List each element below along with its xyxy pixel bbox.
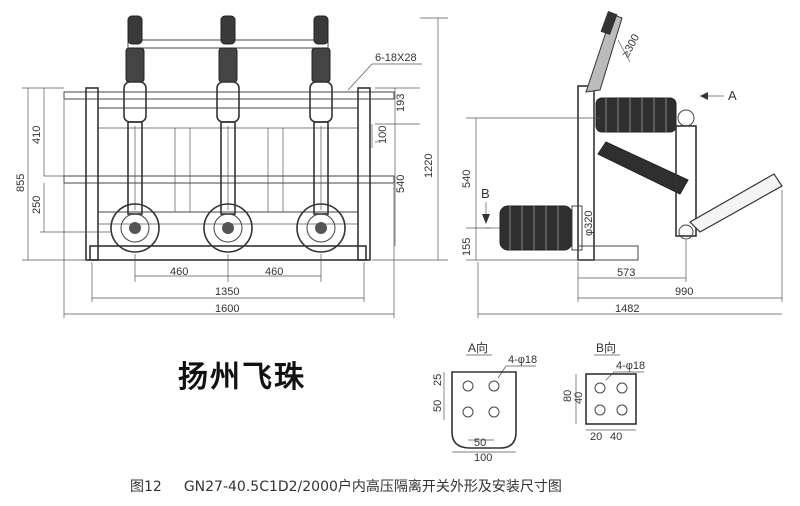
detail-view-b: B向 4-φ18 80 40 20 40 bbox=[562, 340, 645, 443]
detail-a-holes: 4-φ18 bbox=[508, 354, 537, 366]
figure-description: 户内高压隔离开关外形及安装尺寸图 bbox=[337, 479, 562, 495]
model-number: GN27-40.5C1D2/2000 bbox=[183, 479, 338, 495]
detail-view-a: A向 4-φ18 25 50 50 100 bbox=[432, 340, 537, 464]
hole-spec-label: 6-18X28 bbox=[375, 52, 417, 64]
detail-a-100: 100 bbox=[474, 452, 492, 464]
dim-460-right: 460 bbox=[265, 266, 283, 278]
dim-410: 410 bbox=[31, 126, 43, 144]
detail-b-40v: 40 bbox=[573, 392, 585, 404]
detail-a-50v: 50 bbox=[432, 400, 444, 412]
dim-300: ≥300 bbox=[620, 32, 642, 59]
blade-open bbox=[689, 173, 783, 233]
side-view: ≥300 φ320 A B 5 bbox=[461, 10, 783, 318]
middle-insulator bbox=[597, 141, 689, 195]
dim-1350: 1350 bbox=[215, 286, 239, 298]
side-dim-573: 573 bbox=[617, 267, 635, 279]
front-view: 6-18X28 193 100 540 1220 410 855 250 460… bbox=[15, 15, 448, 318]
detail-a-plate bbox=[451, 371, 517, 449]
dim-1600: 1600 bbox=[215, 303, 239, 315]
frame-right-post bbox=[357, 87, 371, 261]
brand-name: 扬州飞珠 bbox=[178, 360, 306, 395]
dim-460-left: 460 bbox=[170, 266, 188, 278]
phase-pole-1 bbox=[110, 15, 160, 253]
view-arrow-b: B bbox=[481, 186, 490, 201]
figure-caption: 图12 GN27-40.5C1D2/2000户内高压隔离开关外形及安装尺寸图 bbox=[130, 476, 584, 496]
detail-a-title: A向 bbox=[468, 340, 488, 355]
lower-insulator bbox=[486, 205, 583, 251]
dim-855: 855 bbox=[15, 174, 27, 192]
dim-1220: 1220 bbox=[423, 154, 435, 178]
detail-b-20: 20 bbox=[590, 431, 602, 443]
dim-100: 100 bbox=[377, 126, 389, 144]
dim-540: 540 bbox=[395, 175, 407, 193]
detail-b-holes: 4-φ18 bbox=[616, 360, 645, 372]
frame-left-post bbox=[85, 87, 99, 261]
detail-a-50h: 50 bbox=[474, 437, 486, 449]
upper-cross-rod bbox=[63, 91, 395, 100]
dim-250: 250 bbox=[31, 196, 43, 214]
phase-pole-3 bbox=[296, 15, 346, 253]
middle-cross-rod bbox=[63, 175, 395, 184]
dim-193: 193 bbox=[395, 94, 407, 112]
detail-a-25: 25 bbox=[432, 374, 444, 386]
side-dim-990: 990 bbox=[675, 286, 693, 298]
view-arrow-a: A bbox=[728, 88, 737, 103]
upper-insulator bbox=[595, 97, 677, 133]
detail-b-80: 80 bbox=[562, 390, 574, 402]
detail-b-40h: 40 bbox=[610, 431, 622, 443]
side-dim-155: 155 bbox=[461, 238, 473, 256]
side-dim-1482: 1482 bbox=[615, 303, 639, 315]
detail-b-title: B向 bbox=[596, 340, 616, 355]
figure-number: 图12 bbox=[130, 479, 162, 495]
phase-pole-2 bbox=[203, 15, 253, 253]
dim-phi320: φ320 bbox=[583, 211, 595, 237]
side-dim-540: 540 bbox=[461, 170, 473, 188]
detail-b-plate bbox=[585, 373, 637, 425]
